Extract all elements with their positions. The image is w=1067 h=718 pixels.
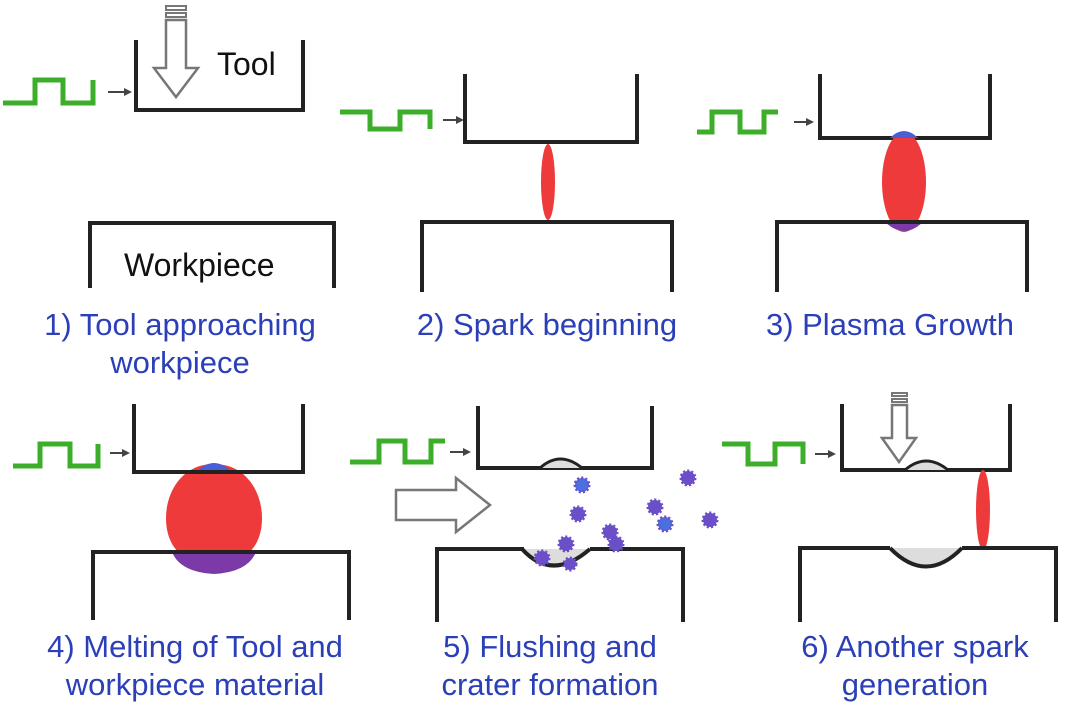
step-6-caption-line1: 6) Another spark (801, 629, 1029, 664)
debris-particle-icon (679, 469, 697, 487)
debris-particle-icon (646, 498, 664, 516)
down-arrow-icon (879, 392, 919, 465)
debris-particle-icon (569, 505, 587, 523)
tool-label: Tool (217, 46, 276, 82)
workpiece (775, 220, 1029, 292)
square-pulse-icon (722, 441, 806, 467)
step-5-caption-line2: crater formation (441, 667, 659, 702)
small-arrow-icon (110, 449, 130, 457)
small-arrow-icon (108, 88, 132, 96)
panel-6-another-spark (722, 392, 1058, 622)
square-pulse-icon (13, 441, 101, 469)
workpiece (420, 220, 674, 292)
panel-3-plasma-growth (697, 74, 1029, 292)
workpiece-melt-zone (172, 552, 256, 574)
spark-channel (541, 144, 555, 220)
debris-particle-icon (656, 515, 674, 533)
tool-crater (904, 459, 949, 472)
step-6-caption: 6) Another spark generation (765, 628, 1065, 704)
plasma-bubble (166, 464, 262, 566)
workpiece-label: Workpiece (124, 247, 275, 283)
step-3-caption: 3) Plasma Growth (725, 306, 1055, 344)
panel-5-flushing (350, 406, 719, 622)
debris-particle-icon (557, 535, 575, 553)
square-pulse-icon (697, 109, 778, 135)
debris-particle-icon (573, 476, 591, 494)
debris-particle-icon (601, 523, 619, 541)
step-6-caption-line2: generation (841, 667, 989, 702)
square-pulse-icon (3, 77, 96, 106)
step-4-caption-line2: workpiece material (65, 667, 325, 702)
workpiece-right (590, 547, 685, 622)
step-1-caption: 1) Tool approaching workpiece (0, 306, 360, 382)
tool-electrode (463, 74, 639, 144)
workpiece-melt-zone (885, 222, 923, 231)
workpiece (798, 546, 890, 622)
right-arrow-icon (394, 475, 493, 535)
step-2-caption-line1: 2) Spark beginning (416, 307, 678, 342)
down-arrow-icon (151, 5, 201, 100)
step-4-caption-line1: 4) Melting of Tool and (47, 629, 343, 664)
panel-2-spark-beginning (340, 74, 674, 292)
small-arrow-icon (815, 450, 836, 458)
plasma-channel (882, 132, 926, 232)
step-3-caption-line1: 3) Plasma Growth (765, 307, 1015, 342)
spark-channel (976, 470, 990, 550)
workpiece-crater (520, 547, 592, 568)
step-1-caption-line2: workpiece (110, 345, 250, 380)
small-arrow-icon (443, 116, 464, 124)
tool-electrode (818, 74, 992, 140)
tool-crater (538, 457, 583, 470)
tool-electrode (132, 404, 305, 474)
step-5-caption: 5) Flushing and crater formation (400, 628, 700, 704)
panel-1-tool-approaching (3, 5, 336, 288)
step-5-caption-line1: 5) Flushing and (443, 629, 657, 664)
tool-electrode (134, 40, 305, 112)
workpiece (88, 221, 336, 288)
workpiece (91, 550, 351, 620)
debris-particle-icon (533, 549, 551, 567)
workpiece-right (962, 546, 1058, 622)
panel-4-melting (13, 404, 351, 620)
small-arrow-icon (794, 118, 814, 126)
step-1-caption-line1: 1) Tool approaching (44, 307, 316, 342)
debris-particles (533, 469, 719, 572)
workpiece (435, 547, 524, 622)
workpiece-crater (888, 546, 964, 569)
debris-particle-icon (607, 535, 625, 553)
square-pulse-icon (340, 109, 433, 132)
tool-melt-zone (196, 463, 232, 472)
debris-particle-icon (562, 556, 578, 572)
step-4-caption: 4) Melting of Tool and workpiece materia… (0, 628, 390, 704)
small-arrow-icon (450, 448, 471, 456)
tool-melt-zone (890, 131, 918, 138)
debris-particle-icon (701, 511, 719, 529)
square-pulse-icon (350, 438, 445, 465)
step-2-caption: 2) Spark beginning (382, 306, 712, 344)
